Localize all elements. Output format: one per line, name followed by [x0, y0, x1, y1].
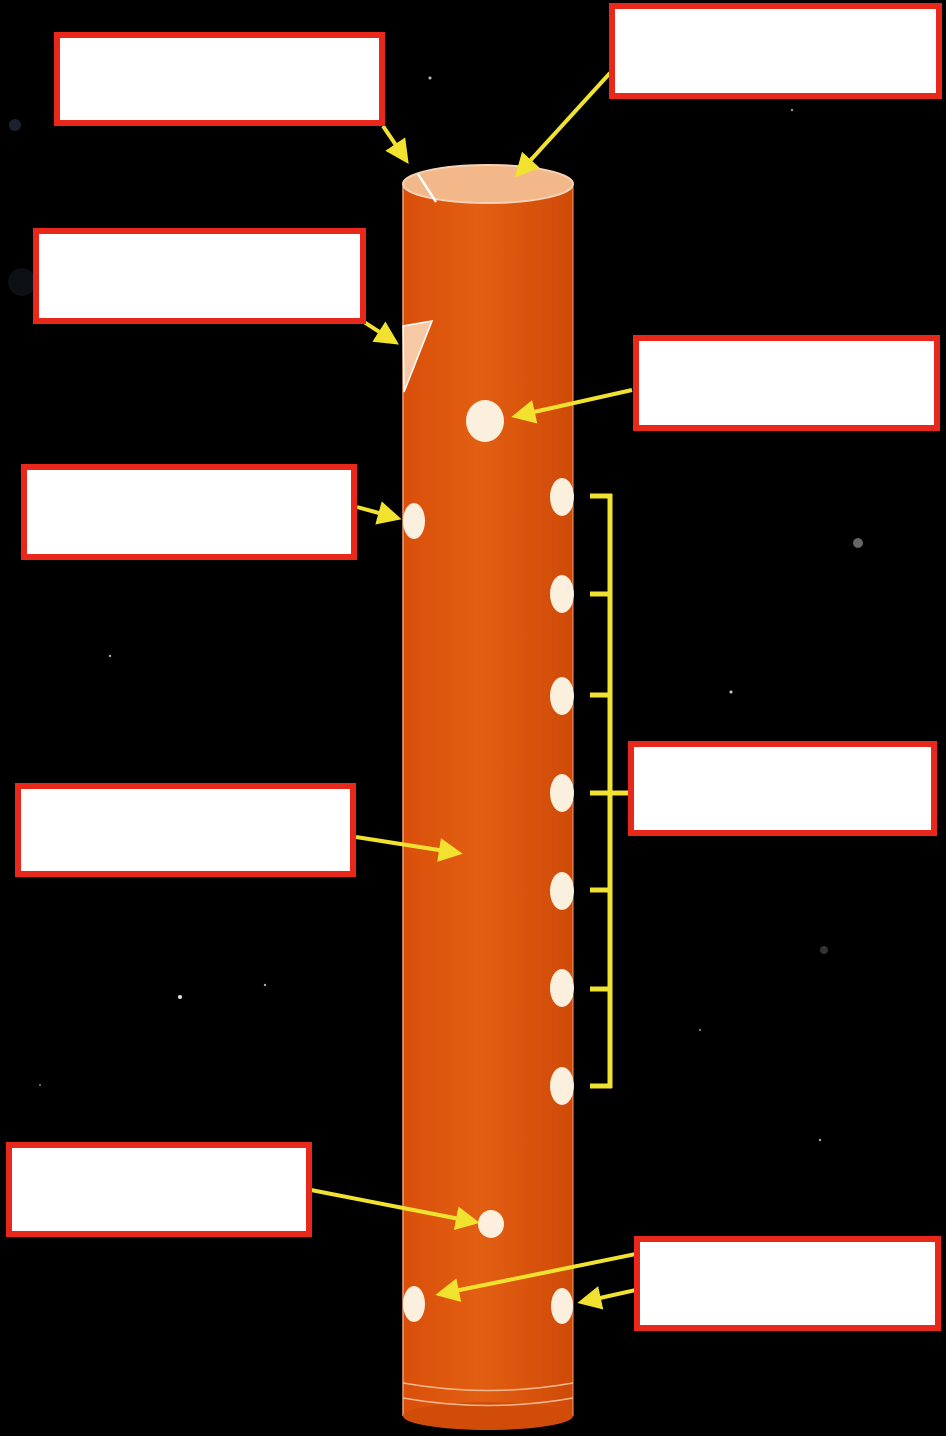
- finger-hole: [550, 872, 574, 910]
- label-box-body[interactable]: [15, 783, 356, 877]
- label-box-top-left[interactable]: [54, 32, 385, 126]
- label-box-finger-holes[interactable]: [628, 741, 937, 836]
- arrow-middle-left: [357, 507, 397, 518]
- label-box-upper-right[interactable]: [633, 335, 940, 431]
- lower-hole: [478, 1210, 504, 1238]
- finger-hole: [550, 575, 574, 613]
- label-box-middle-left[interactable]: [21, 464, 357, 560]
- finger-hole: [550, 774, 574, 812]
- label-box-bottom-right[interactable]: [634, 1236, 941, 1331]
- finger-hole: [550, 1067, 574, 1105]
- label-box-lower-left[interactable]: [6, 1142, 312, 1237]
- flute-tube: [403, 165, 573, 1430]
- arrow-bottom-right-b: [582, 1290, 636, 1302]
- side-hole-lower: [403, 1286, 425, 1322]
- finger-hole: [550, 677, 574, 715]
- finger-hole: [550, 478, 574, 516]
- side-hole-lower-right: [551, 1288, 573, 1324]
- label-box-top-right[interactable]: [609, 3, 942, 99]
- label-box-upper-left[interactable]: [33, 228, 366, 324]
- embouchure-hole: [466, 400, 504, 442]
- arrow-top-right: [518, 73, 610, 174]
- arrow-upper-left: [364, 322, 395, 342]
- finger-hole: [550, 969, 574, 1007]
- finger-holes-bracket: [590, 494, 630, 1088]
- arrow-top-left: [383, 126, 406, 160]
- side-hole-upper: [403, 503, 425, 539]
